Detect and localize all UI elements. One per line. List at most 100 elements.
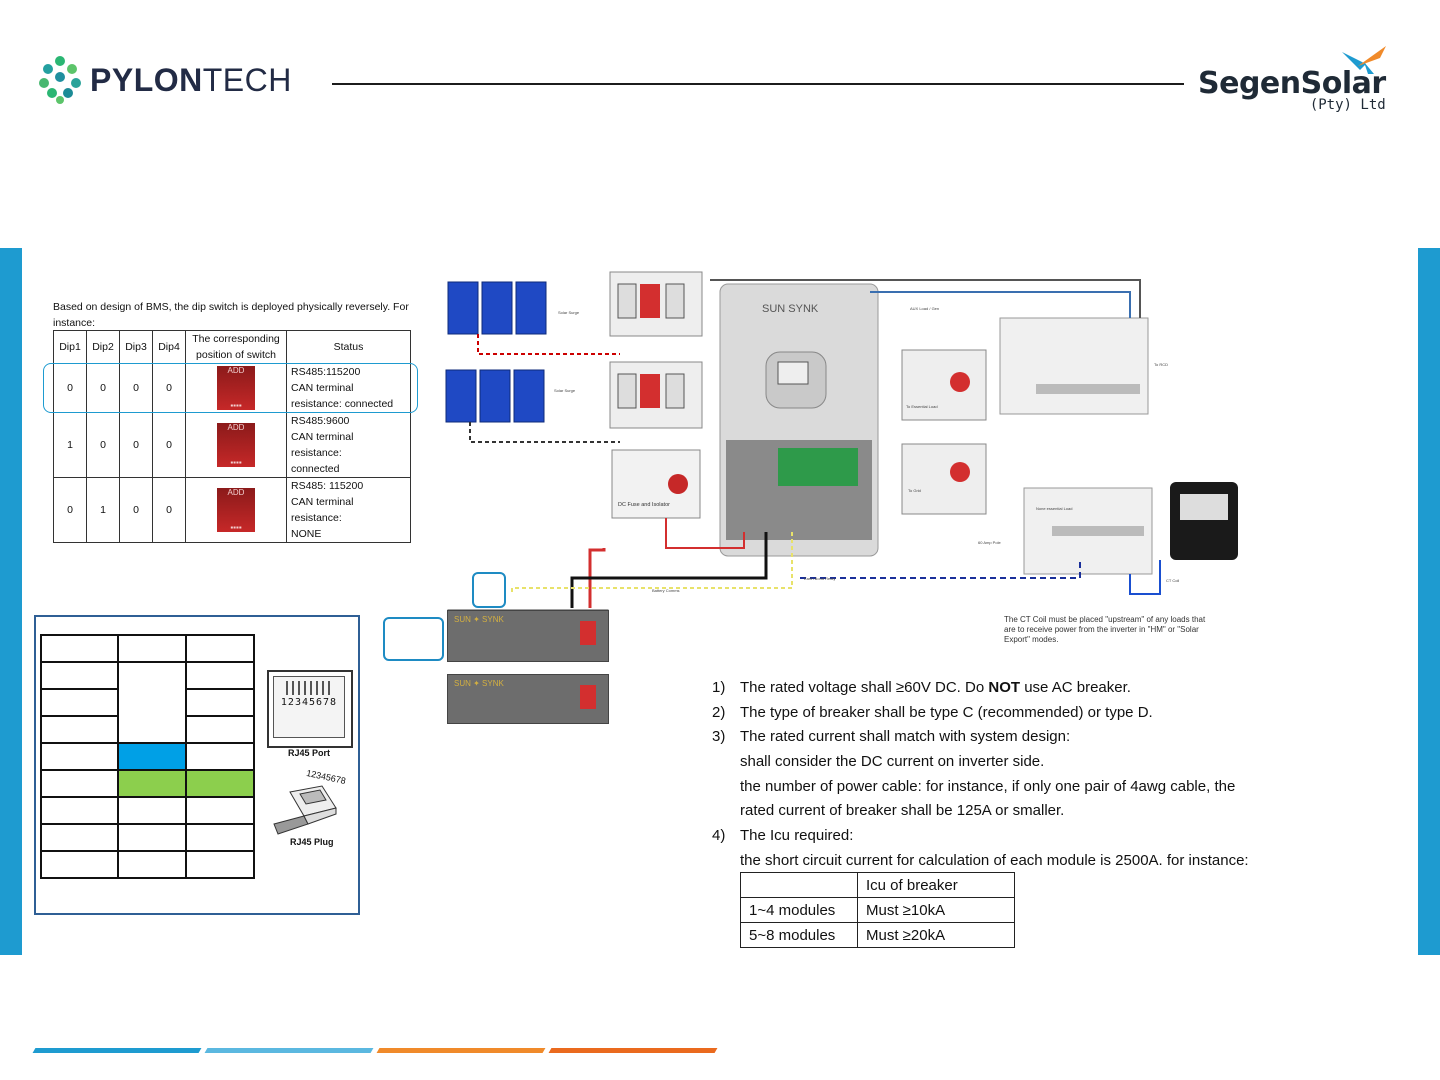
switch-image-cell: ADD▪▪▪▪ [185,412,287,478]
cell: 0 [119,412,153,478]
segen-wordmark: SegenSolar [1198,66,1386,101]
dip-switch-table: Dip1 Dip2 Dip3 Dip4 The corresponding po… [53,330,411,543]
pole-label: 60 Amp Pole [978,540,1001,545]
solar-array-icon [445,281,547,423]
segen-subtitle: (Pty) Ltd [1309,97,1386,113]
footer-bar [32,1048,202,1053]
note-item: 2)The type of breaker shall be type C (r… [712,703,1153,721]
pylontech-wordmark: PYLONTECH [90,61,292,98]
non-essential-label: None essential Load [1036,506,1072,511]
table-row [40,850,255,879]
table-row [40,796,255,825]
pylontech-logo: PYLONTECH [38,55,292,105]
essential-load-label: To Essential Load [906,404,938,409]
to-rcd-label: To RCD [1154,362,1168,367]
cell: 0 [53,477,87,543]
switch-image-cell: ADD▪▪▪▪ [185,363,287,413]
table-row [40,823,255,852]
header-cell: Dip2 [86,330,120,364]
footer-bar [376,1048,546,1053]
cell: 0 [119,477,153,543]
cell: 0 [152,477,186,543]
cell: 0 [152,363,186,413]
dip-caption: Based on design of BMS, the dip switch i… [53,301,409,329]
battery-comms-label: Battery Comms [652,588,680,593]
left-accent-bar [0,248,22,955]
highlight-outline [43,363,418,413]
note-item: rated current of breaker shall be 125A o… [740,802,1065,820]
dip-switch-image: ADD▪▪▪▪ [217,488,255,532]
table-row [40,634,255,663]
battery-module-top: SUN ✦ SYNK [447,610,609,662]
cell: 0 [152,412,186,478]
note-item: 1)The rated voltage shall ≥60V DC. Do NO… [712,678,1131,696]
table-row [40,661,255,744]
note-item: 3)The rated current shall match with sys… [712,728,1071,746]
table-header-row: Icu of breaker [740,872,1015,898]
pin-table [40,634,255,879]
dc-fuse-label: DC Fuse and Isolator [618,502,670,508]
breaker-notes: 1)The rated voltage shall ≥60V DC. Do NO… [712,675,1312,873]
header-divider [332,83,1184,85]
header-cell: Dip4 [152,330,186,364]
segen-solar-logo: SegenSolar (Pty) Ltd [1198,46,1386,113]
wiring-diagram: Solar Surge Solar Surge DC Fuse and Isol… [445,271,1238,654]
inverter-brand: SUN SYNK [762,303,819,315]
svg-text:Solar Surge: Solar Surge [554,388,576,393]
ct-coil-note: The CT Coil must be placed "upstream" of… [1004,615,1206,644]
note-item: shall consider the DC current on inverte… [740,752,1045,770]
highlight-square [383,617,444,661]
rj45-plug-icon [273,785,337,835]
to-grid-label: To Grid [908,488,921,493]
segen-mark-icon [1342,46,1386,74]
svg-text:Solar Surge: Solar Surge [558,310,580,315]
header-cell: Status [286,330,411,364]
distribution-board-icon [999,317,1153,575]
pin-definition-box [34,615,360,915]
highlight-square [472,572,506,608]
table-row [40,769,255,798]
note-item: the short circuit current for calculatio… [740,851,1249,869]
switch-label: ADD [227,366,245,375]
right-accent-bar [1418,248,1440,955]
aux-label: AUX Load / Gen [910,306,939,311]
isolator-switch-icon [901,349,987,515]
table-row [40,688,255,717]
cell: 1 [53,412,87,478]
dc-fuse-isolator-icon [611,449,701,519]
battery-module-bottom: SUN ✦ SYNK [447,674,609,724]
surge-protector-icon [609,271,703,429]
blue-cell [117,742,187,771]
green-cell [185,769,255,798]
pylontech-mark-icon [39,56,81,104]
switch-image-cell: ADD▪▪▪▪ [185,477,287,543]
earth-relay-label: Earth Bond Relay [804,576,835,581]
footer-bar [204,1048,374,1053]
header-cell: Dip1 [53,330,87,364]
dip-switch-image: ADD▪▪▪▪ [217,366,255,410]
table-header-row: Dip1 Dip2 Dip3 Dip4 The corresponding po… [53,330,411,364]
switch-label: ADD [227,423,245,432]
header-cell: The corresponding position of switch [185,330,287,364]
rj45-port-label: RJ45 Port [288,748,331,758]
rj45-port-image: 12345678 [267,670,353,748]
note-item: 4)The Icu required: [712,826,854,844]
footer-bar [548,1048,718,1053]
table-row [40,742,255,771]
rj45-plug-label: RJ45 Plug [290,837,334,847]
cell: 1 [86,477,120,543]
ct-coil-label: CT Coil [1166,578,1179,583]
cell: 0 [86,412,120,478]
green-cell [117,769,187,798]
dip-switch-image: ADD▪▪▪▪ [217,423,255,467]
header-cell: Dip3 [119,330,153,364]
